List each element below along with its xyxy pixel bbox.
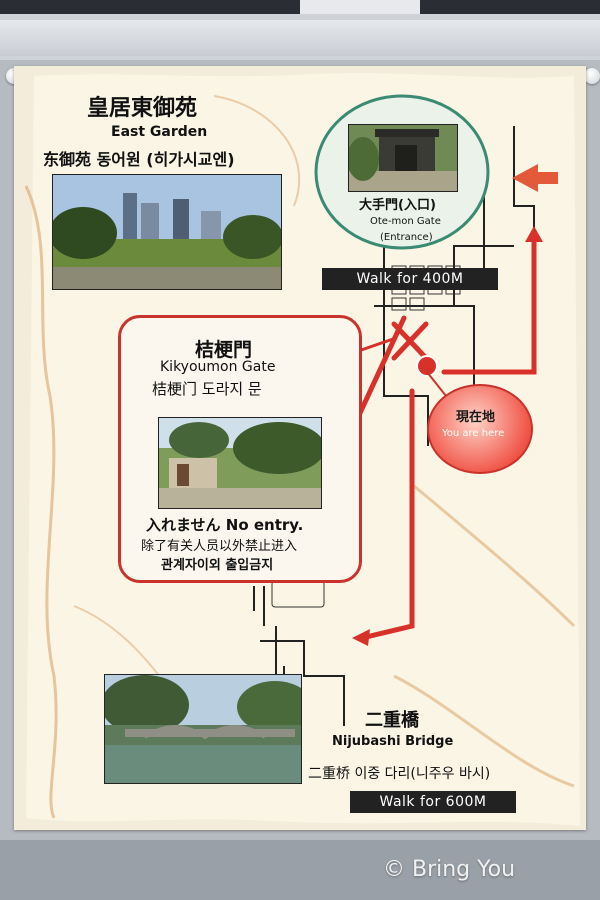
no-entry-text: 入れません No entry. (146, 516, 304, 534)
east-garden-title-multi: 东御苑 동어원 (히가시교엔) (43, 150, 235, 169)
burn-edge-top (213, 95, 301, 207)
arrow-tail (538, 172, 558, 184)
ote-mon-title: 大手門(入口) (359, 198, 436, 213)
ote-mon-walk-label: Walk for 400M (322, 268, 498, 290)
ote-mon-subtitle: (Entrance) (380, 232, 433, 243)
nijubashi-title-multi: 二重桥 이중 다리(니주우 바시) (308, 766, 491, 782)
map-poster: 皇居東御苑 East Garden 东御苑 동어원 (히가시교엔) 大手門(入口… (14, 66, 586, 830)
watermark: © Bring You (383, 857, 516, 882)
burn-edge-right (393, 484, 576, 788)
nijubashi-walk-label: Walk for 600M (350, 791, 516, 813)
no-entry-text-ko: 관계자이외 출입금지 (161, 558, 274, 573)
kikyoumon-photo (158, 417, 322, 509)
no-entry-text-zh: 除了有关人员以外禁止进入 (141, 539, 298, 554)
current-location-dot (416, 355, 438, 377)
route-lines (351, 233, 537, 641)
top-strip (0, 0, 600, 16)
pushpin-right (584, 68, 600, 84)
arrow-north (525, 226, 543, 242)
board-bottom (0, 840, 600, 900)
east-garden-title: 皇居東御苑 (87, 96, 198, 121)
kikyoumon-title-en: Kikyoumon Gate (160, 359, 276, 375)
arrow-to-nijubashi (352, 629, 370, 646)
kikyoumon-title: 桔梗門 (195, 339, 253, 361)
nijubashi-title: 二重橋 (365, 710, 419, 731)
east-garden-photo (52, 174, 282, 290)
frame-rail (0, 20, 600, 56)
you-are-here-label-en: You are here (442, 428, 505, 439)
ote-mon-title-en: Ote-mon Gate (370, 216, 441, 227)
arrow-to-ote-mon (512, 164, 538, 192)
ote-mon-photo (348, 124, 458, 192)
cloth (300, 0, 420, 16)
nijubashi-photo (104, 674, 302, 784)
burn-edge-left (24, 185, 58, 819)
kikyoumon-title-multi: 桔梗门 도라지 문 (152, 380, 262, 398)
you-are-here-badge (427, 384, 533, 474)
no-entry-x-mark (391, 321, 429, 361)
nijubashi-title-en: Nijubashi Bridge (332, 734, 454, 749)
you-are-here-label: 現在地 (456, 410, 496, 425)
east-garden-title-en: East Garden (111, 124, 208, 140)
